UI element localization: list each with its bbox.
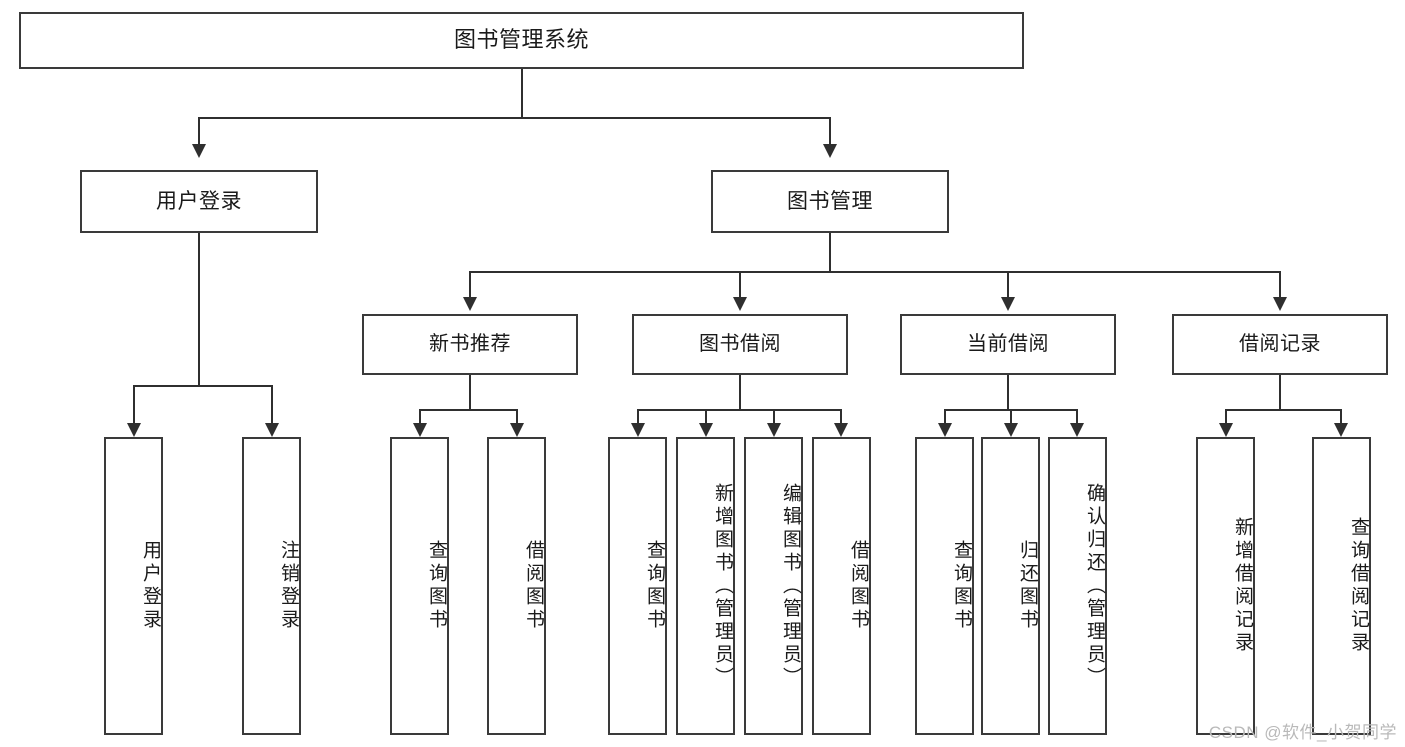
connector-new-book-recommend-stem (469, 375, 471, 409)
connector-drop-leaf-logout (271, 385, 273, 423)
node-book-borrow-label: 图书借阅 (699, 333, 781, 356)
connector-drop-book-management (829, 117, 831, 144)
connector-book-borrow-bus (637, 409, 842, 411)
connector-drop-leaf-return-book (1010, 409, 1012, 423)
node-leaf-edit-book[interactable]: 编辑图书（管理员） (744, 437, 803, 735)
node-new-book-recommend[interactable]: 新书推荐 (362, 314, 578, 375)
arrowhead-book-management (823, 144, 837, 158)
arrowhead-leaf-logout (265, 423, 279, 437)
connector-drop-leaf-query-book-1 (419, 409, 421, 423)
node-leaf-add-record-label: 新增借阅记录 (1232, 517, 1253, 655)
node-leaf-query-book-2[interactable]: 查询图书 (608, 437, 667, 735)
node-user-login-label: 用户登录 (156, 189, 242, 213)
node-leaf-query-book-1-label: 查询图书 (426, 540, 447, 632)
connector-drop-new-book-recommend (469, 271, 471, 297)
connector-level2-bus (198, 117, 831, 119)
arrowhead-current-borrow (1001, 297, 1015, 311)
connector-drop-leaf-edit-book (773, 409, 775, 423)
arrowhead-leaf-edit-book (767, 423, 781, 437)
connector-drop-current-borrow (1007, 271, 1009, 297)
connector-user-login-stem (198, 233, 200, 385)
connector-root-stem (521, 69, 523, 117)
node-new-book-recommend-label: 新书推荐 (429, 333, 511, 356)
node-leaf-user-login[interactable]: 用户登录 (104, 437, 163, 735)
node-leaf-query-record-label: 查询借阅记录 (1348, 517, 1369, 655)
connector-level3-bus (469, 271, 1280, 273)
node-leaf-query-book-2-label: 查询图书 (644, 540, 665, 632)
connector-drop-leaf-confirm-return (1076, 409, 1078, 423)
node-leaf-borrow-book-1[interactable]: 借阅图书 (487, 437, 546, 735)
arrowhead-leaf-query-book-2 (631, 423, 645, 437)
arrowhead-leaf-query-book-3 (938, 423, 952, 437)
connector-drop-leaf-add-record (1225, 409, 1227, 423)
connector-drop-user-login (198, 117, 200, 144)
node-borrow-record[interactable]: 借阅记录 (1172, 314, 1388, 375)
node-leaf-add-record[interactable]: 新增借阅记录 (1196, 437, 1255, 735)
connector-drop-leaf-query-book-2 (637, 409, 639, 423)
node-leaf-add-book-label: 新增图书（管理员） (712, 482, 733, 690)
node-leaf-borrow-book-2-label: 借阅图书 (848, 540, 869, 632)
node-book-borrow[interactable]: 图书借阅 (632, 314, 848, 375)
arrowhead-borrow-record (1273, 297, 1287, 311)
arrowhead-leaf-add-record (1219, 423, 1233, 437)
arrowhead-leaf-add-book (699, 423, 713, 437)
node-leaf-confirm-return[interactable]: 确认归还（管理员） (1048, 437, 1107, 735)
node-leaf-add-book[interactable]: 新增图书（管理员） (676, 437, 735, 735)
node-root[interactable]: 图书管理系统 (19, 12, 1024, 69)
connector-drop-leaf-borrow-book-1 (516, 409, 518, 423)
arrowhead-leaf-query-record (1334, 423, 1348, 437)
node-leaf-borrow-book-1-label: 借阅图书 (523, 540, 544, 632)
arrowhead-new-book-recommend (463, 297, 477, 311)
node-leaf-edit-book-label: 编辑图书（管理员） (780, 482, 801, 690)
node-leaf-confirm-return-label: 确认归还（管理员） (1084, 482, 1105, 690)
connector-new-book-recommend-bus (419, 409, 518, 411)
node-root-label: 图书管理系统 (453, 27, 589, 53)
connector-drop-leaf-add-book (705, 409, 707, 423)
node-leaf-query-record[interactable]: 查询借阅记录 (1312, 437, 1371, 735)
arrowhead-leaf-confirm-return (1070, 423, 1084, 437)
node-leaf-user-login-label: 用户登录 (140, 540, 161, 632)
connector-user-login-bus (133, 385, 272, 387)
arrowhead-leaf-borrow-book-1 (510, 423, 524, 437)
node-leaf-query-book-3-label: 查询图书 (951, 540, 972, 632)
connector-drop-borrow-record (1279, 271, 1281, 297)
connector-borrow-record-stem (1279, 375, 1281, 409)
node-leaf-return-book-label: 归还图书 (1017, 540, 1038, 632)
connector-drop-leaf-query-record (1340, 409, 1342, 423)
node-borrow-record-label: 借阅记录 (1239, 333, 1321, 356)
node-leaf-query-book-1[interactable]: 查询图书 (390, 437, 449, 735)
arrowhead-user-login (192, 144, 206, 158)
node-current-borrow[interactable]: 当前借阅 (900, 314, 1116, 375)
connector-drop-leaf-borrow-book-2 (840, 409, 842, 423)
node-leaf-query-book-3[interactable]: 查询图书 (915, 437, 974, 735)
node-leaf-borrow-book-2[interactable]: 借阅图书 (812, 437, 871, 735)
connector-drop-leaf-query-book-3 (944, 409, 946, 423)
node-leaf-logout-label: 注销登录 (278, 540, 299, 632)
arrowhead-leaf-user-login (127, 423, 141, 437)
node-leaf-logout[interactable]: 注销登录 (242, 437, 301, 735)
connector-book-borrow-stem (739, 375, 741, 409)
arrowhead-book-borrow (733, 297, 747, 311)
arrowhead-leaf-query-book-1 (413, 423, 427, 437)
node-book-management-label: 图书管理 (787, 189, 873, 213)
arrowhead-leaf-borrow-book-2 (834, 423, 848, 437)
node-current-borrow-label: 当前借阅 (967, 333, 1049, 356)
connector-drop-book-borrow (739, 271, 741, 297)
node-book-management[interactable]: 图书管理 (711, 170, 949, 233)
connector-current-borrow-stem (1007, 375, 1009, 409)
node-leaf-return-book[interactable]: 归还图书 (981, 437, 1040, 735)
connector-borrow-record-bus (1225, 409, 1342, 411)
connector-drop-leaf-user-login (133, 385, 135, 423)
node-user-login[interactable]: 用户登录 (80, 170, 318, 233)
arrowhead-leaf-return-book (1004, 423, 1018, 437)
connector-book-management-stem (829, 233, 831, 271)
